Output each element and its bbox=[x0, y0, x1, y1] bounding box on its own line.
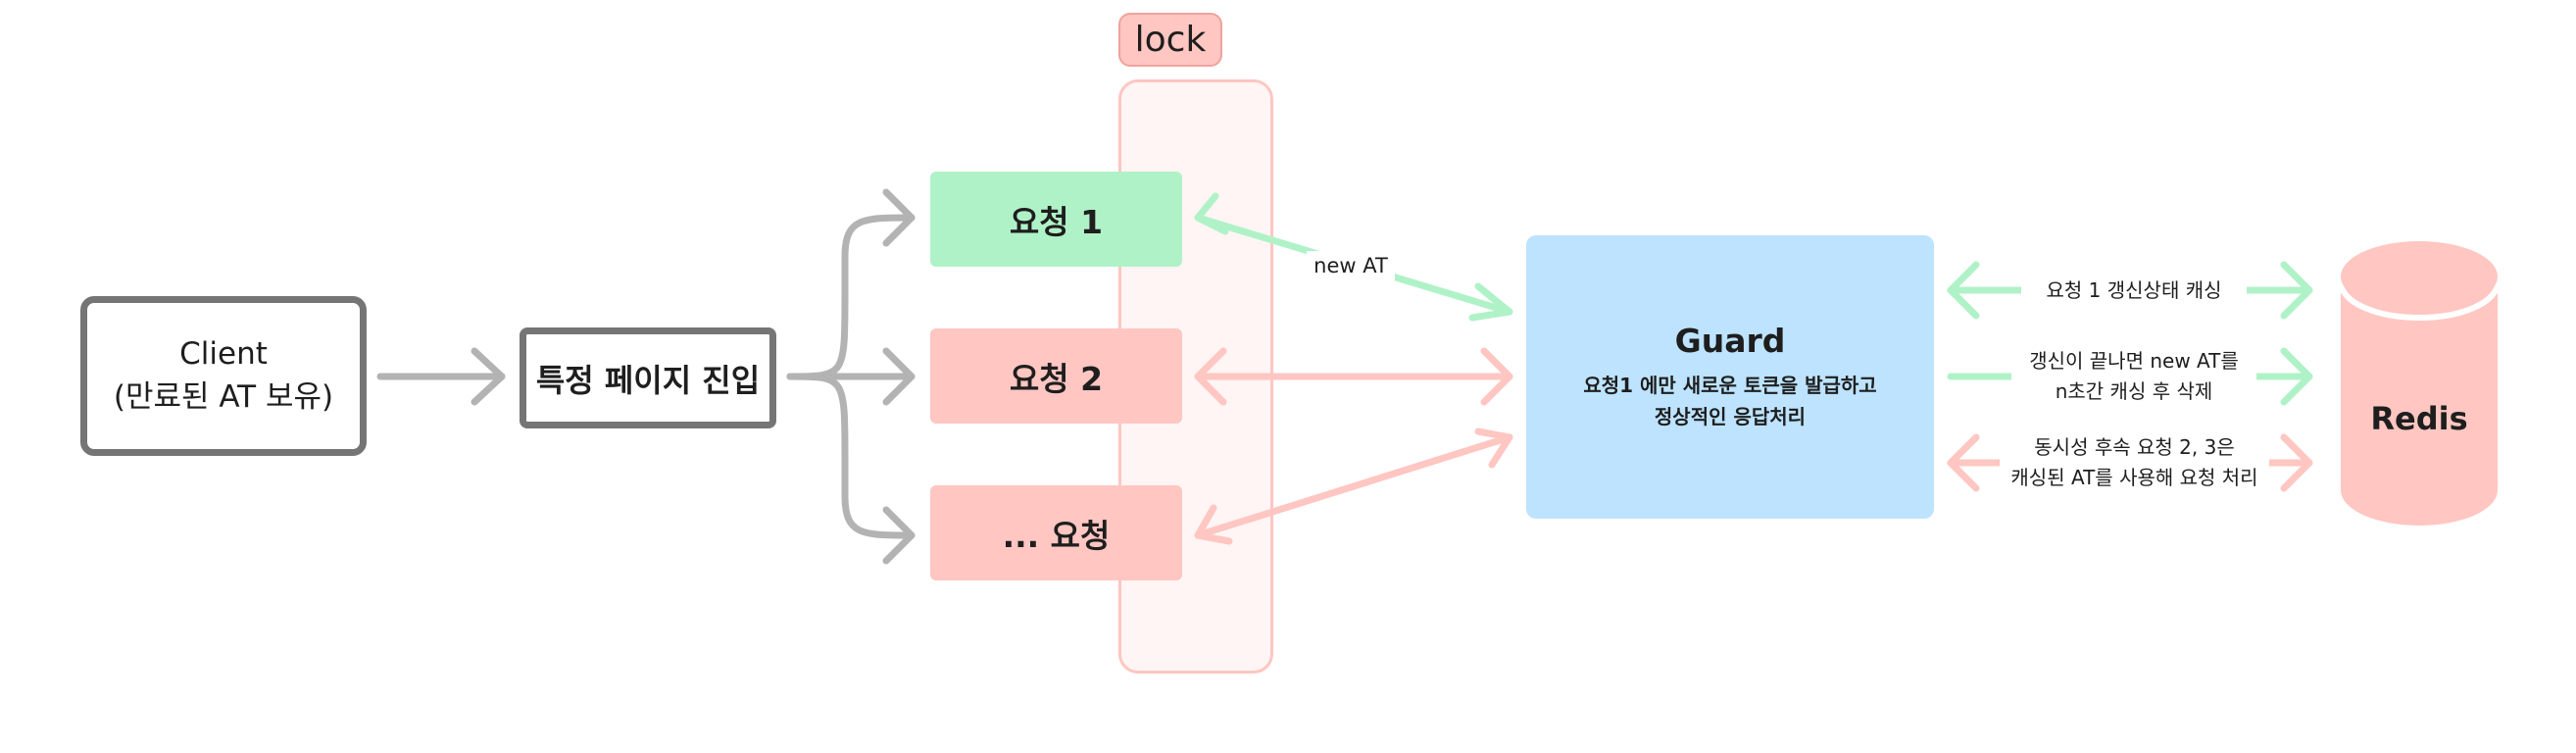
lock-text: lock bbox=[1134, 20, 1207, 60]
client-to-entry-arrow bbox=[376, 347, 506, 406]
client-box: Client (만료된 AT 보유) bbox=[80, 296, 367, 456]
guard-req3-arrow bbox=[1194, 427, 1513, 545]
redis-cylinder bbox=[2338, 241, 2501, 526]
redis-text: Redis bbox=[2370, 400, 2468, 437]
note-cache-new-at: 갱신이 끝나면 new AT를 n초간 캐싱 후 삭제 bbox=[2011, 347, 2256, 406]
guard-desc-line1: 요청1 에만 새로운 토큰을 발급하고 bbox=[1583, 374, 1877, 397]
entry-branch-arrows bbox=[786, 188, 916, 565]
note2-line2: n초간 캐싱 후 삭제 bbox=[2055, 379, 2213, 403]
request-2-label: 요청 2 bbox=[1009, 359, 1104, 398]
request-more-box: ... 요청 bbox=[930, 485, 1182, 580]
note-concurrent-requests: 동시성 후속 요청 2, 3은 캐싱된 AT를 사용해 요청 처리 bbox=[2000, 433, 2269, 492]
client-title: Client bbox=[179, 336, 268, 373]
note2-line1: 갱신이 끝나면 new AT를 bbox=[2029, 349, 2239, 373]
request-2-box: 요청 2 bbox=[930, 328, 1182, 424]
guard-box: Guard 요청1 에만 새로운 토큰을 발급하고 정상적인 응답처리 bbox=[1526, 235, 1934, 519]
new-at-text: new AT bbox=[1313, 254, 1388, 277]
guard-desc-line2: 정상적인 응답처리 bbox=[1654, 405, 1807, 428]
client-subtitle: (만료된 AT 보유) bbox=[113, 378, 334, 415]
page-entry-label: 특정 페이지 진입 bbox=[535, 361, 761, 399]
guard-req2-arrow bbox=[1194, 347, 1513, 406]
page-entry-box: 특정 페이지 진입 bbox=[520, 327, 776, 428]
request-more-label: ... 요청 bbox=[1002, 516, 1111, 555]
note3-line2: 캐싱된 AT를 사용해 요청 처리 bbox=[2010, 466, 2258, 489]
guard-title: Guard bbox=[1674, 322, 1786, 360]
request-1-box: 요청 1 bbox=[930, 172, 1182, 267]
new-at-label: new AT bbox=[1307, 251, 1395, 280]
note-refresh-status: 요청 1 갱신상태 캐싱 bbox=[2021, 275, 2247, 306]
note3-line1: 동시성 후속 요청 2, 3은 bbox=[2034, 435, 2235, 459]
lock-label: lock bbox=[1118, 13, 1222, 67]
redis-label: Redis bbox=[2341, 394, 2498, 443]
request-1-label: 요청 1 bbox=[1009, 202, 1104, 241]
note1-text: 요청 1 갱신상태 캐싱 bbox=[2046, 277, 2222, 302]
